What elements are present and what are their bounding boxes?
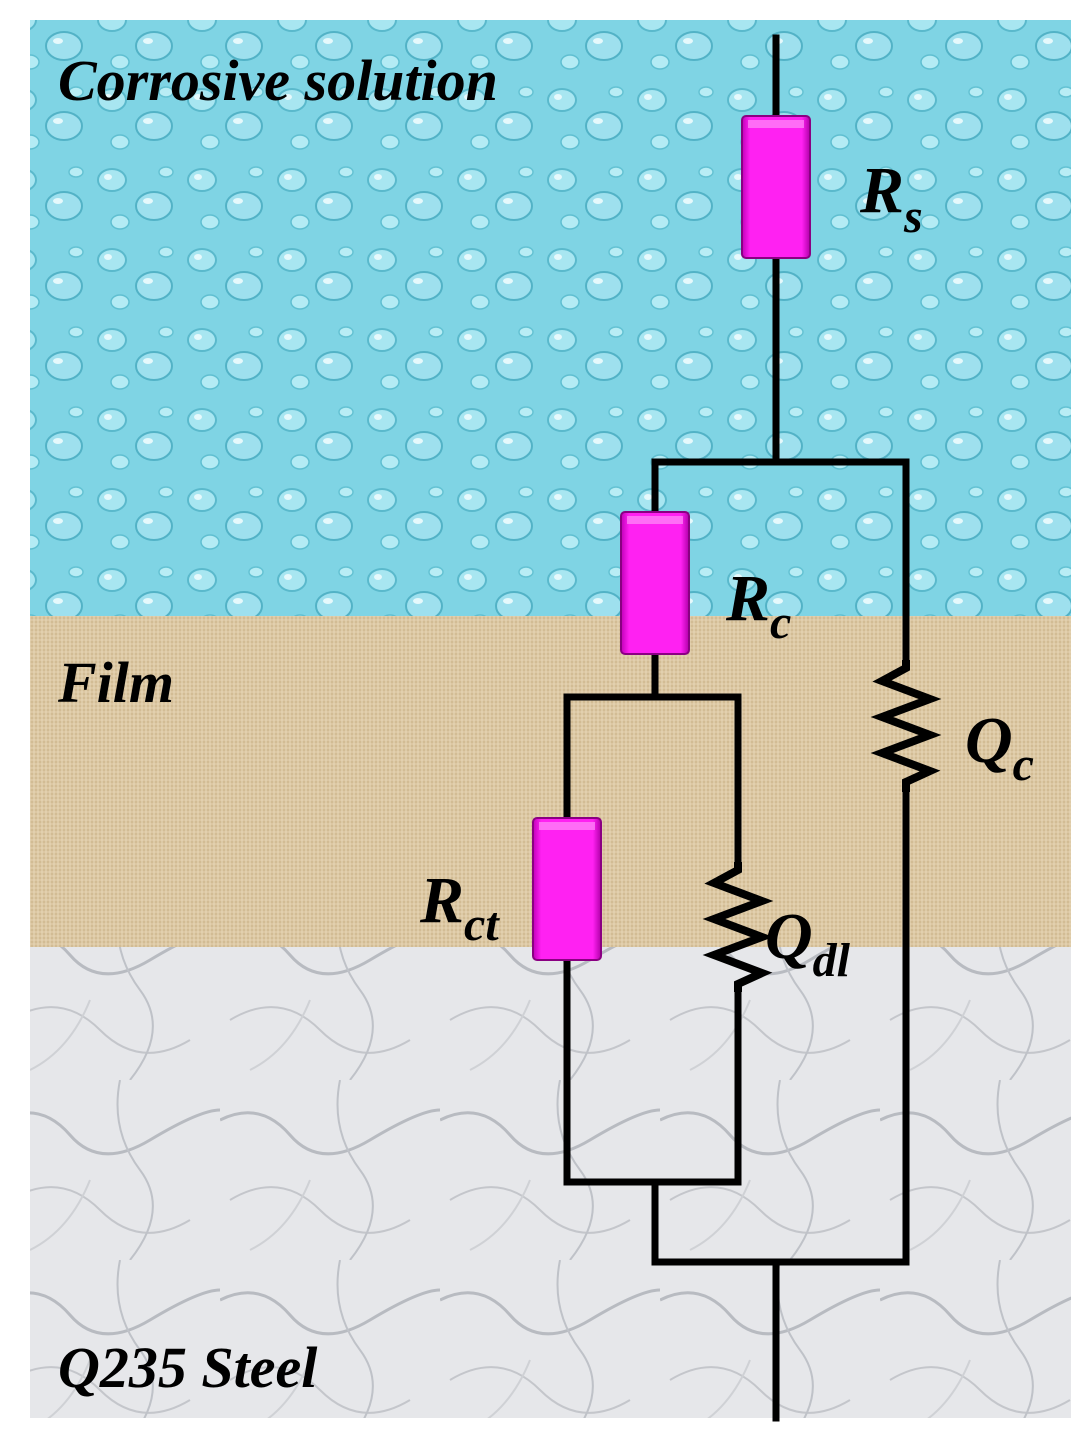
resistor-rs (741, 115, 811, 259)
film-label: Film (57, 650, 174, 715)
resistor-rc (620, 511, 690, 655)
label-rc: Rc (725, 562, 791, 649)
steel-layer (30, 947, 1071, 1418)
label-rs: Rs (859, 154, 923, 243)
label-qc: Qc (965, 704, 1034, 791)
cpe-qdl (702, 862, 774, 992)
label-rct: Rct (419, 864, 500, 951)
solution-layer (30, 20, 1071, 616)
solution-label: Corrosive solution (58, 48, 498, 113)
label-qdl: Qdl (765, 900, 851, 987)
steel-label: Q235 Steel (58, 1335, 318, 1400)
resistor-rct (532, 817, 602, 961)
circuit-wires (563, 34, 910, 1422)
cpe-qc (870, 660, 942, 792)
